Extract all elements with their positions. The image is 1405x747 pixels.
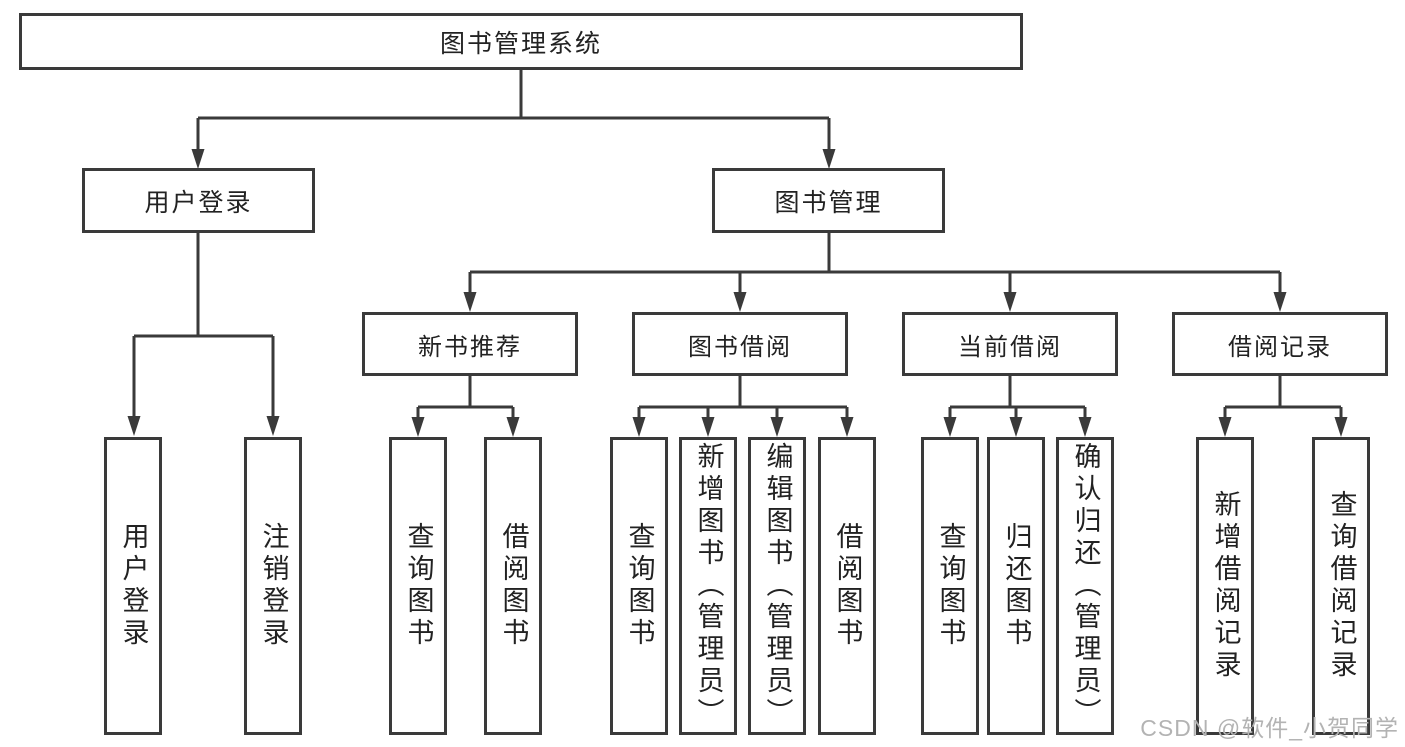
leaf-label: 借阅图书 — [832, 522, 863, 650]
node-library-management-system: 图书管理系统 — [19, 13, 1023, 70]
leaf-search-books-borrow: 查询图书 — [610, 437, 668, 735]
leaf-label: 用户登录 — [118, 522, 149, 650]
leaf-edit-book-admin: 编辑图书（管理员） — [748, 437, 806, 735]
node-new-book-recommendation: 新书推荐 — [362, 312, 578, 376]
leaf-user-login: 用户登录 — [104, 437, 162, 735]
leaf-logout: 注销登录 — [244, 437, 302, 735]
leaf-label: 新增图书（管理员） — [693, 442, 724, 730]
leaf-label: 查询图书 — [403, 522, 434, 650]
leaf-label: 确认归还（管理员） — [1070, 442, 1101, 730]
csdn-watermark: CSDN @软件_小贺同学 — [1140, 715, 1399, 741]
node-label: 用户登录 — [144, 188, 253, 217]
leaf-label: 归还图书 — [1001, 522, 1032, 650]
node-label: 图书借阅 — [688, 333, 792, 361]
leaf-borrow-books-recommend: 借阅图书 — [484, 437, 542, 735]
node-user-login: 用户登录 — [82, 168, 315, 233]
leaf-borrow-books: 借阅图书 — [818, 437, 876, 735]
leaf-add-borrow-record: 新增借阅记录 — [1196, 437, 1254, 735]
node-book-borrowing: 图书借阅 — [632, 312, 848, 376]
leaf-search-books-current: 查询图书 — [921, 437, 979, 735]
leaf-search-borrow-record: 查询借阅记录 — [1312, 437, 1370, 735]
leaf-label: 注销登录 — [258, 522, 289, 650]
node-label: 图书管理 — [774, 188, 883, 217]
node-book-management: 图书管理 — [712, 168, 945, 233]
node-label: 当前借阅 — [958, 333, 1062, 361]
leaf-label: 新增借阅记录 — [1210, 490, 1241, 682]
node-borrowing-records: 借阅记录 — [1172, 312, 1388, 376]
leaf-confirm-return-admin: 确认归还（管理员） — [1056, 437, 1114, 735]
node-label: 借阅记录 — [1228, 333, 1332, 361]
leaf-label: 借阅图书 — [498, 522, 529, 650]
node-label: 新书推荐 — [418, 333, 522, 361]
leaf-add-book-admin: 新增图书（管理员） — [679, 437, 737, 735]
node-label: 图书管理系统 — [439, 29, 602, 58]
leaf-label: 编辑图书（管理员） — [762, 442, 793, 730]
node-current-borrowing: 当前借阅 — [902, 312, 1118, 376]
leaf-label: 查询借阅记录 — [1326, 490, 1357, 682]
leaf-label: 查询图书 — [935, 522, 966, 650]
leaf-label: 查询图书 — [624, 522, 655, 650]
leaf-return-books: 归还图书 — [987, 437, 1045, 735]
leaf-search-books-recommend: 查询图书 — [389, 437, 447, 735]
